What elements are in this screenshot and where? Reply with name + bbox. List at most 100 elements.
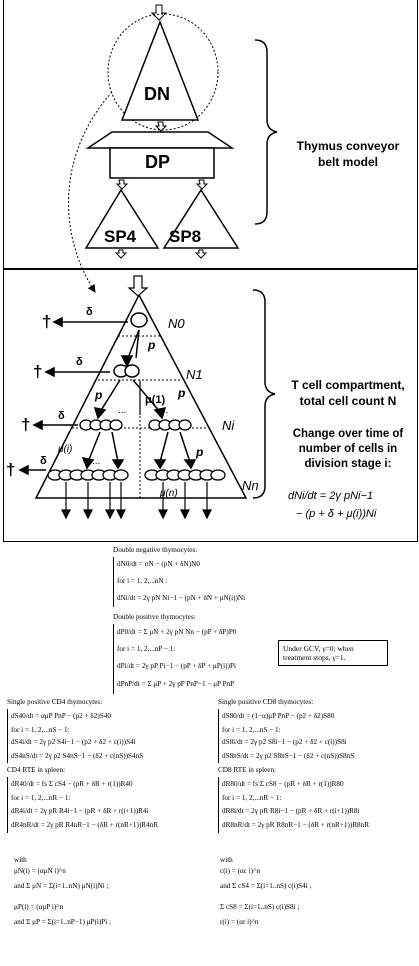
gcv-note-line: treatment stops, γ=1.: [283, 653, 346, 662]
ni-cells: [79, 419, 192, 431]
ellipsis: ...: [160, 405, 169, 416]
division-arrows: [81, 329, 197, 470]
dp-brace: [113, 624, 114, 694]
cd4-loop: for i = 1, 2,...nR − 1:: [11, 794, 71, 802]
dp-sp8-arrow: [195, 179, 209, 190]
sp8-title: Single positive CD8 thymocytes:: [218, 698, 314, 706]
compartment-brace: [252, 289, 276, 499]
sp8-loop: for i = 1, 2,...nS − 1:: [222, 726, 281, 734]
stage-n0-label: N0: [168, 316, 185, 331]
change-label-3: division stage i:: [304, 458, 392, 470]
sp8-label: SP8: [169, 227, 202, 246]
compartment-entry-arrow: [127, 275, 149, 297]
dn-loop: for i = 1, 2,...nN :: [117, 577, 168, 585]
delta-label: δ: [40, 455, 47, 467]
change-label-1: Change over time of: [292, 428, 404, 440]
cd4-eq2: dR4i/dt = 2γ pR R4i−1 − (pR + δR + r(i+1…: [11, 807, 149, 815]
mu1-label: μ(1): [145, 394, 166, 406]
sp8-eq2: dS8i/dt = 2γ p2 S8i−1 − (p2 + δ2 + c(i))…: [222, 738, 347, 746]
dp-eq1: dP0/dt = Σ μN + 2γ pN Nn − (pP + δP)P0: [117, 628, 237, 636]
zoom-curve: [68, 91, 113, 293]
stage-ni-label: Ni: [222, 418, 235, 433]
p-rate-label: p: [196, 445, 204, 459]
ellipsis: ...: [92, 456, 101, 467]
p-rate-label: p: [148, 338, 156, 352]
with-left-line: μP(i) = (αμP i)^n: [14, 903, 64, 911]
dp-trapezoid: [85, 131, 235, 149]
with-right: with: [220, 856, 233, 864]
with-left-line: and Σ μP = Σ(i=1..nP−1) μP(i)Pi ;: [14, 918, 112, 926]
delta-label: δ: [86, 306, 93, 318]
cd8-loop: for i = 1, 2,...nR − 1:: [222, 794, 282, 802]
change-equation-2: − (p + δ + μ(i))Ni: [296, 508, 377, 520]
dp-eq3: dPnP/dt = Σ μP + 2γ pP PnP−1 − μP PnP: [117, 680, 235, 688]
dp-label: DP: [145, 152, 171, 172]
cd4-rte-brace: [7, 777, 8, 833]
dn-title: Double negative thymocytes:: [113, 546, 198, 554]
stage-n1-label: N1: [186, 367, 203, 382]
gcv-note-line: Under GCV, γ=0; when: [283, 644, 354, 653]
with-right-line: and Σ cS4 = Σ(i=1..nS) c(i)S4i ,: [220, 882, 312, 890]
sp4-eq1: dS40/dt = αμP PnP − (p2 + δ2)S40: [11, 712, 111, 720]
cd8-rte-brace: [218, 777, 219, 833]
sp4-triangle: [84, 188, 160, 249]
with-left-line: and Σ μN = Σ(i=1..nN) μN(i)Ni ;: [14, 882, 109, 890]
conveyor-label-2: belt model: [317, 155, 378, 169]
ellipsis: ...: [118, 405, 127, 416]
sp8-brace: [218, 709, 219, 763]
dp-sp4-arrow: [115, 179, 129, 190]
p-rate-label: p: [178, 386, 186, 400]
sp4-loop: for i = 1, 2,...nS − 1:: [11, 726, 70, 734]
sp4-label: SP4: [104, 227, 137, 246]
with-right-line: Σ cS8 = Σ(i=1..nS) c(i)S8i ;: [220, 903, 300, 911]
change-label-2: number of cells in: [298, 443, 398, 455]
cd8-eq3: dR8nR/dt = 2γ pR R8nR−1 − (δR + r(nR+1))…: [222, 821, 370, 829]
delta-label: δ: [76, 356, 83, 368]
compartment-label-2: total cell count N: [299, 394, 397, 408]
with-right-line: c(i) = (αc i)^n: [220, 867, 261, 875]
death-dagger: †: [42, 312, 52, 331]
compartment-triangle: [34, 293, 248, 499]
figure-frame: [3, 0, 418, 542]
dn-eq2: dNi/dt = 2γ pN Ni−1 − (pN + δN + μN(i))N…: [117, 594, 246, 602]
figure-divider: [3, 268, 417, 270]
sp8-triangle: [162, 188, 240, 249]
conveyor-brace: [254, 39, 278, 225]
sp8-eq3: dS8nS/dt = 2γ p2 S8nS−1 − (δ2 + c(nS))S8…: [222, 752, 355, 760]
compartment-label-1: T cell compartment,: [291, 378, 405, 392]
cd4-rte-title: CD4 RTE in spleen:: [7, 766, 66, 774]
sp4-out-arrow: [114, 249, 128, 259]
entry-arrow: [150, 4, 168, 21]
dp-box: [109, 147, 215, 179]
conveyor-label-1: Thymus conveyor: [296, 139, 400, 153]
dn-dp-arrow: [154, 121, 168, 132]
death-dagger: †: [21, 415, 31, 434]
change-equation-1: dNi/dt = 2γ pNi−1: [288, 490, 373, 502]
death-dagger: †: [6, 460, 16, 479]
sp4-eq2: dS4i/dt = 2γ p2 S4i−1 − (p2 + δ2 + c(i))…: [11, 738, 136, 746]
cd8-eq2: dR8i/dt = 2γ pR R8i−1 − (pR + δR + r(i+1…: [222, 807, 360, 815]
cd8-eq1: dR80/dt = fs Σ cS8 − (pR + δR + r(1))R80: [222, 780, 344, 788]
cd4-eq3: dR4nR/dt = 2γ pR R4nR−1 − (δR + r(nR+1))…: [11, 821, 159, 829]
mui-label: μ(i): [58, 444, 73, 455]
stage-nn-label: Nn: [242, 478, 259, 493]
dp-loop: for i = 1, 2,...nP − 1:: [117, 645, 176, 653]
death-dagger: †: [33, 362, 43, 381]
nn-cells: [47, 469, 226, 481]
sp4-eq3: dS4nS/dt = 2γ p2 S4nS−1 − (δ2 + c(nS))S4…: [11, 752, 144, 760]
with-right-line: r(i) = (αr i)^n: [220, 918, 259, 926]
cd8-rte-title: CD8 RTE in spleen:: [218, 766, 277, 774]
dn-brace: [113, 557, 114, 607]
mu-exit-arrows: [61, 382, 212, 520]
sp4-title: Single positive CD4 thymocytes:: [7, 698, 103, 706]
dn-label: DN: [144, 84, 170, 104]
mun-label: μ(n): [160, 488, 178, 499]
gcv-note: Under GCV, γ=0; when treatment stops, γ=…: [278, 640, 388, 666]
dn-highlight-ellipse: [107, 13, 219, 131]
p-rate-label: p: [95, 388, 103, 402]
with-left-line: μN(i) = (αμN i)^n: [14, 867, 66, 875]
n1-cell: [124, 364, 140, 378]
cd4-eq1: dR40/dt = fs Σ cS4 − (pR + δR + r(1))R40: [11, 780, 133, 788]
dn-triangle: [120, 19, 200, 121]
n0-cell: [130, 312, 148, 328]
